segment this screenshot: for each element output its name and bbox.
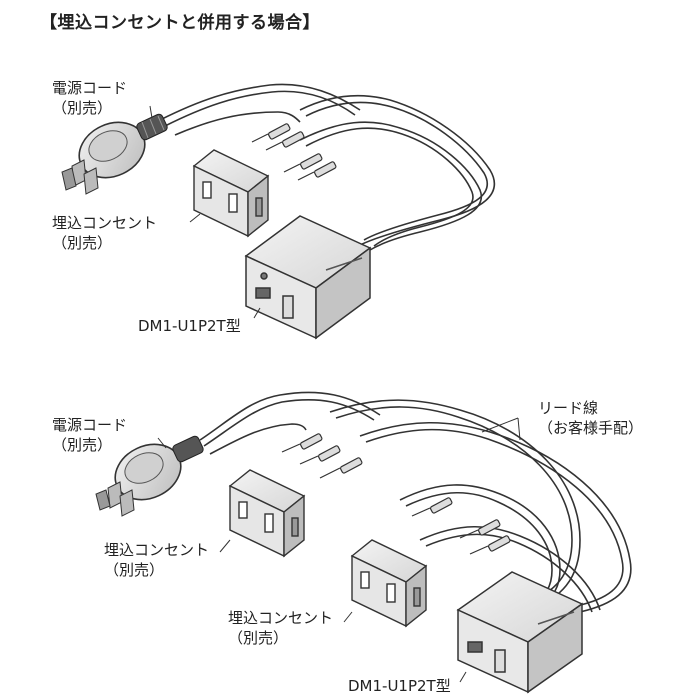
leader-lines-1: [149, 105, 261, 319]
power-cord-label-1-line2: （別売）: [52, 99, 113, 117]
module-box-2: [456, 571, 584, 694]
module-lead-wires: [299, 94, 496, 251]
diagram2: [95, 391, 632, 694]
outlet-label-2b-line1: 埋込コンセント: [228, 609, 334, 627]
power-cord-label-2-line2: （別売）: [52, 436, 113, 454]
embedded-outlet-1: [192, 149, 270, 238]
outlet-label-2a-line1: 埋込コンセント: [104, 541, 210, 559]
power-cord-cable: [159, 83, 361, 136]
power-plug-1: [61, 113, 168, 195]
power-plug-2: [95, 435, 204, 517]
embedded-outlet-2a: [228, 469, 306, 558]
outlet-label-2b-line2: （別売）: [228, 629, 289, 647]
power-cord-label-1-line1: 電源コード: [52, 79, 128, 97]
lead-wire-label-line2: （お客様手配）: [538, 419, 644, 437]
lead-wire-label: リード線 （お客様手配）: [538, 398, 643, 438]
outlet-label-2b: 埋込コンセント （別売）: [228, 608, 333, 648]
model-label-1: DM1-U1P2T型: [138, 317, 241, 335]
outlet-label-2a: 埋込コンセント （別売）: [104, 540, 209, 580]
model-label-2: DM1-U1P2T型: [348, 677, 451, 695]
diagram1: [61, 83, 496, 340]
embedded-outlet-2b: [350, 539, 428, 628]
outlet-label-2a-line2: （別売）: [104, 561, 165, 579]
crimp-terminals: [251, 123, 337, 181]
outlet-label-1: 埋込コンセント （別売）: [52, 213, 157, 253]
power-cord-label-1: 電源コード （別売）: [52, 78, 127, 118]
leader-lines-2: [157, 417, 521, 683]
outlet-label-1-line2: （別売）: [52, 234, 113, 252]
module-box-1: [244, 215, 372, 340]
power-cord-label-2: 電源コード （別売）: [52, 415, 127, 455]
power-cord-label-2-line1: 電源コード: [52, 416, 128, 434]
crimp-terminals-2: [281, 433, 511, 555]
lead-wire-label-line1: リード線: [538, 399, 599, 417]
outlet-label-1-line1: 埋込コンセント: [52, 214, 158, 232]
page-title: 【埋込コンセントと併用する場合】: [40, 13, 320, 33]
power-cord-cable-2: [199, 391, 381, 455]
